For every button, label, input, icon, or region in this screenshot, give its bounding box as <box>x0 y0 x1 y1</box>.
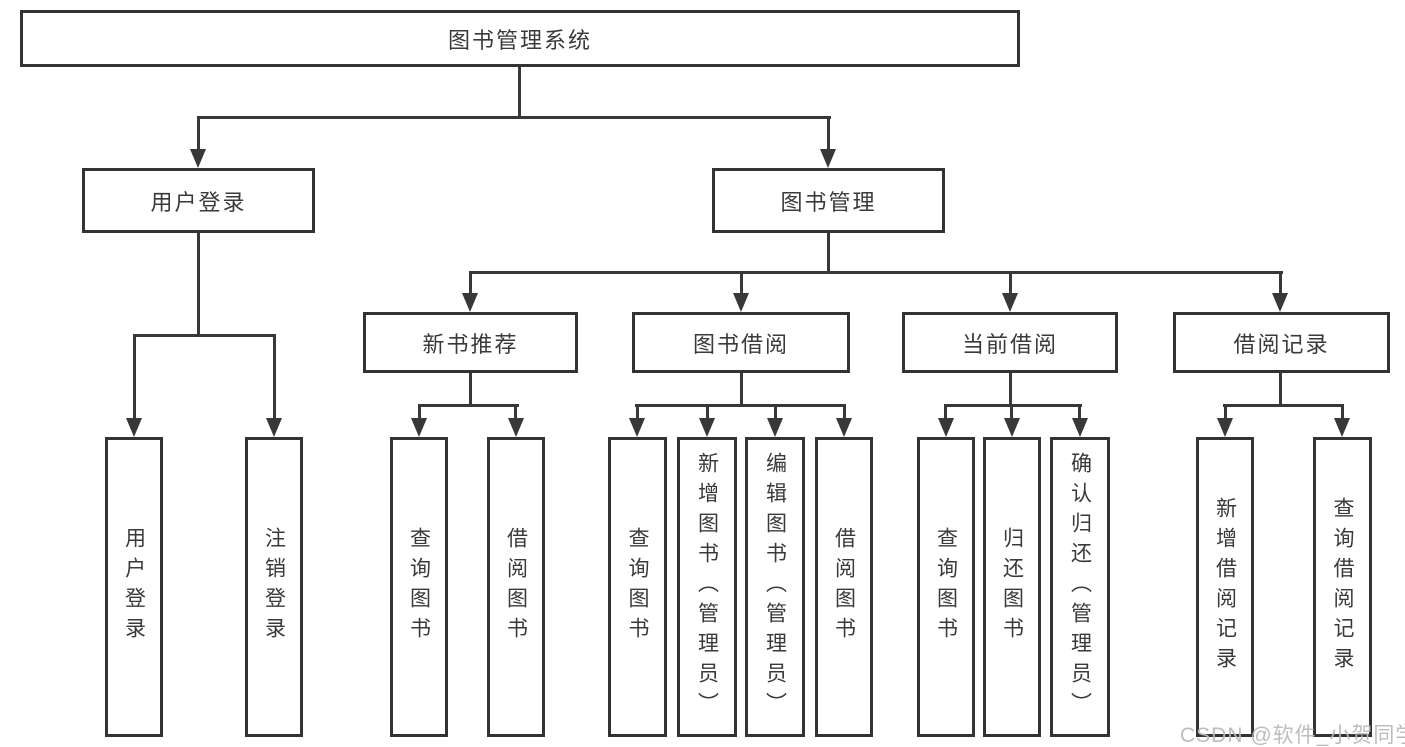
arrowhead-down-icon <box>767 418 783 437</box>
connector-line <box>827 233 830 274</box>
node-label: 编辑图书（管理员） <box>763 452 787 722</box>
node-current-borrowing: 当前借阅 <box>902 312 1118 373</box>
node-label: 确认归还（管理员） <box>1068 452 1092 722</box>
arrowhead-down-icon <box>126 418 142 437</box>
node-label: 新增图书（管理员） <box>695 452 719 722</box>
node-label: 查询图书 <box>407 527 431 647</box>
node-label: 借阅图书 <box>504 527 528 647</box>
connector-line <box>418 404 421 420</box>
node-label: 查询借阅记录 <box>1331 497 1354 677</box>
node-label: 查询图书 <box>934 527 958 647</box>
connector-line <box>469 271 1283 274</box>
arrowhead-down-icon <box>1072 418 1088 437</box>
connector-line <box>197 116 200 150</box>
connector-line <box>1009 271 1012 295</box>
connector-line <box>843 404 846 420</box>
connector-line <box>1078 404 1081 420</box>
arrowhead-down-icon <box>733 293 749 312</box>
node-book-management: 图书管理 <box>712 168 945 233</box>
arrowhead-down-icon <box>266 418 282 437</box>
node-label: 图书管理系统 <box>447 27 592 53</box>
connector-line <box>740 271 743 295</box>
arrowhead-down-icon <box>1004 418 1020 437</box>
connector-line <box>944 404 1082 407</box>
arrowhead-down-icon <box>190 149 206 168</box>
leaf-query-books-borrowing: 查询图书 <box>608 437 667 737</box>
node-label: 新增借阅记录 <box>1213 497 1237 677</box>
connector-line <box>1010 404 1013 420</box>
arrowhead-down-icon <box>508 418 524 437</box>
node-label: 当前借阅 <box>961 331 1058 357</box>
arrowhead-down-icon <box>629 418 645 437</box>
leaf-logout: 注销登录 <box>245 437 303 737</box>
connector-line <box>944 404 947 420</box>
connector-line <box>1009 373 1012 407</box>
node-label: 查询图书 <box>626 527 649 647</box>
connector-line <box>133 334 136 420</box>
arrowhead-down-icon <box>1217 418 1233 437</box>
connector-line <box>1224 404 1227 420</box>
node-label: 用户登录 <box>150 189 247 215</box>
node-label: 图书借阅 <box>692 331 789 357</box>
leaf-edit-books-admin: 编辑图书（管理员） <box>745 437 805 737</box>
connector-line <box>636 404 639 420</box>
leaf-query-books-newbook: 查询图书 <box>390 437 448 737</box>
node-book-borrowing: 图书借阅 <box>632 312 850 373</box>
node-label: 用户登录 <box>122 527 146 647</box>
leaf-borrow-books-borrowing: 借阅图书 <box>815 437 873 737</box>
connector-line <box>740 373 743 407</box>
arrowhead-down-icon <box>462 293 478 312</box>
connector-line <box>418 404 519 407</box>
node-new-book-recommendation: 新书推荐 <box>363 312 578 373</box>
arrowhead-down-icon <box>836 418 852 437</box>
leaf-return-books: 归还图书 <box>983 437 1041 737</box>
connector-line <box>469 373 472 407</box>
node-label: 图书管理 <box>780 189 877 215</box>
leaf-query-borrow-record: 查询借阅记录 <box>1313 437 1372 737</box>
connector-line <box>518 67 521 119</box>
connector-line <box>197 116 831 119</box>
connector-line <box>1279 271 1282 295</box>
connector-line <box>1341 404 1344 420</box>
node-borrowing-records: 借阅记录 <box>1173 312 1390 373</box>
connector-line <box>827 116 830 150</box>
leaf-borrow-books-newbook: 借阅图书 <box>487 437 545 737</box>
leaf-confirm-return-admin: 确认归还（管理员） <box>1050 437 1110 737</box>
node-label: 借阅图书 <box>832 527 856 647</box>
arrowhead-down-icon <box>938 418 954 437</box>
connector-line <box>273 334 276 420</box>
leaf-user-login: 用户登录 <box>105 437 163 737</box>
arrowhead-down-icon <box>1334 418 1350 437</box>
connector-line <box>1279 373 1282 407</box>
arrowhead-down-icon <box>699 418 715 437</box>
leaf-query-books-current: 查询图书 <box>917 437 975 737</box>
connector-line <box>706 404 709 420</box>
node-user-login: 用户登录 <box>82 168 315 233</box>
arrowhead-down-icon <box>411 418 427 437</box>
arrowhead-down-icon <box>1272 293 1288 312</box>
connector-line <box>469 271 472 295</box>
node-root-library-management-system: 图书管理系统 <box>20 10 1020 67</box>
node-label: 注销登录 <box>262 527 286 647</box>
connector-line <box>774 404 777 420</box>
connector-line <box>1223 404 1344 407</box>
node-label: 新书推荐 <box>422 331 519 357</box>
leaf-add-borrow-record: 新增借阅记录 <box>1196 437 1254 737</box>
connector-line <box>133 334 276 337</box>
arrowhead-down-icon <box>820 149 836 168</box>
csdn-watermark: CSDN @软件_小贺同学 <box>1180 724 1405 747</box>
connector-line <box>197 233 200 337</box>
arrowhead-down-icon <box>1002 293 1018 312</box>
node-label: 归还图书 <box>1000 527 1024 647</box>
leaf-add-books-admin: 新增图书（管理员） <box>677 437 737 737</box>
node-label: 借阅记录 <box>1233 331 1330 357</box>
connector-line <box>635 404 846 407</box>
connector-line <box>514 404 517 420</box>
